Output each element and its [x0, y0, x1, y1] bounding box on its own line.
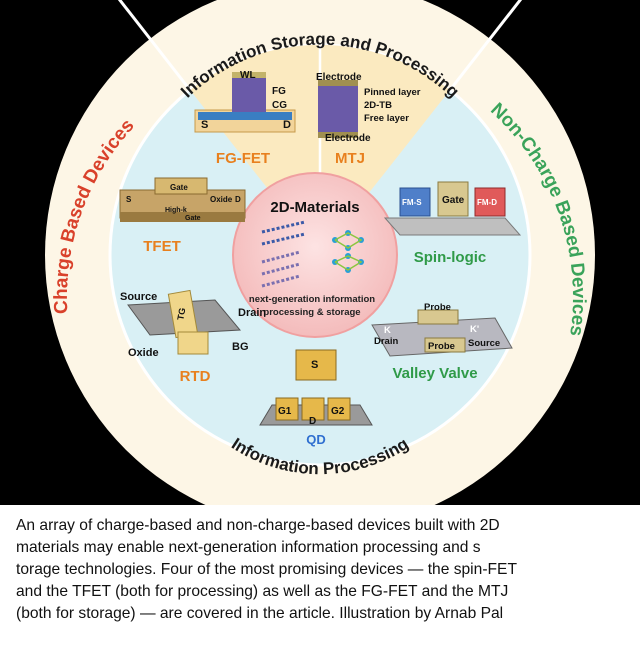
spin-label-fms: FM-S — [402, 198, 422, 207]
caption-line-5: (both for storage) — are covered in the … — [16, 605, 504, 622]
mtj-label-free: Free layer — [364, 113, 409, 124]
qd-label-g2: G2 — [331, 406, 345, 417]
qd-label-g1: G1 — [278, 406, 292, 417]
fgfet-label-d: D — [283, 119, 291, 131]
device-fgfet: WL FG CG S D FG-FET — [194, 70, 296, 167]
divider-line-right — [448, 0, 523, 91]
mtj-label-tb: 2D-TB — [364, 100, 392, 111]
caption-line-3: torage technologies. Four of the most pr… — [16, 561, 517, 578]
qd-label-s: S — [311, 359, 318, 371]
spin-label-fmd: FM-D — [477, 198, 497, 207]
caption-line-1: An array of charge-based and non-charge-… — [16, 517, 500, 534]
spin-title: Spin-logic — [414, 249, 487, 266]
mtj-label-pinned: Pinned layer — [364, 87, 421, 98]
rtd-label-bg: BG — [232, 341, 249, 353]
divider-line-left — [117, 0, 192, 91]
diagram-figure: Information Storage and Processing Infor… — [45, 0, 595, 505]
tfet-label-oxide: Oxide — [210, 195, 233, 204]
tfet-label-s: S — [126, 195, 132, 204]
device-valley-valve: Probe K K' Drain Probe Source Valley Val… — [371, 302, 513, 382]
mtj-label-electrode-top: Electrode — [316, 72, 362, 83]
device-qd: S G1 D G2 QD — [259, 349, 373, 447]
rtd-label-oxide: Oxide — [128, 347, 159, 359]
fgfet-label-wl: WL — [240, 70, 256, 81]
tfet-title: TFET — [143, 238, 181, 255]
device-tfet: Gate Oxide S D High-k Gate TFET — [119, 177, 246, 255]
rtd-label-drain: Drain — [238, 307, 266, 319]
valley-label-probe-bottom: Probe — [428, 341, 455, 352]
caption: An array of charge-based and non-charge-… — [0, 505, 640, 647]
tfet-label-highk: High-k — [165, 207, 187, 214]
valley-label-probe-top: Probe — [424, 302, 451, 313]
spin-label-gate: Gate — [442, 195, 465, 206]
mtj-title: MTJ — [335, 150, 365, 167]
fgfet-label-fg: FG — [272, 86, 286, 97]
tfet-label-gate2: Gate — [185, 215, 201, 222]
center-subtitle-line2: processing & storage — [263, 307, 360, 318]
rtd-title: RTD — [180, 368, 211, 385]
fgfet-title: FG-FET — [216, 150, 270, 167]
device-rtd: Source TG Drain Oxide BG RTD — [120, 289, 266, 385]
tfet-label-d: D — [235, 195, 241, 204]
mtj-label-electrode-bottom: Electrode — [325, 133, 371, 144]
valley-label-source: Source — [468, 338, 500, 349]
device-mtj: Electrode Pinned layer 2D-TB Free layer … — [316, 72, 421, 167]
valley-title: Valley Valve — [392, 365, 477, 382]
rtd-label-source: Source — [120, 291, 157, 303]
valley-label-k1: K — [384, 325, 391, 336]
device-spin-logic: FM-S Gate FM-D Spin-logic — [383, 181, 522, 266]
fgfet-label-cg: CG — [272, 100, 287, 111]
center-subtitle-line1: next-generation information — [249, 294, 375, 305]
rtd-label-tg: TG — [175, 307, 187, 321]
caption-line-2: materials may enable next-generation inf… — [16, 539, 481, 556]
material-lattice-icon — [261, 220, 364, 288]
center-title: 2D-Materials — [270, 199, 359, 216]
valley-label-drain: Drain — [374, 336, 398, 347]
tfet-label-gate: Gate — [170, 183, 188, 192]
valley-label-k2: K' — [470, 324, 479, 335]
center-circle — [232, 172, 398, 338]
fgfet-label-s: S — [201, 119, 208, 131]
caption-line-4: and the TFET (both for processing) as we… — [16, 583, 509, 600]
qd-title: QD — [306, 432, 326, 447]
qd-label-d: D — [309, 416, 316, 427]
